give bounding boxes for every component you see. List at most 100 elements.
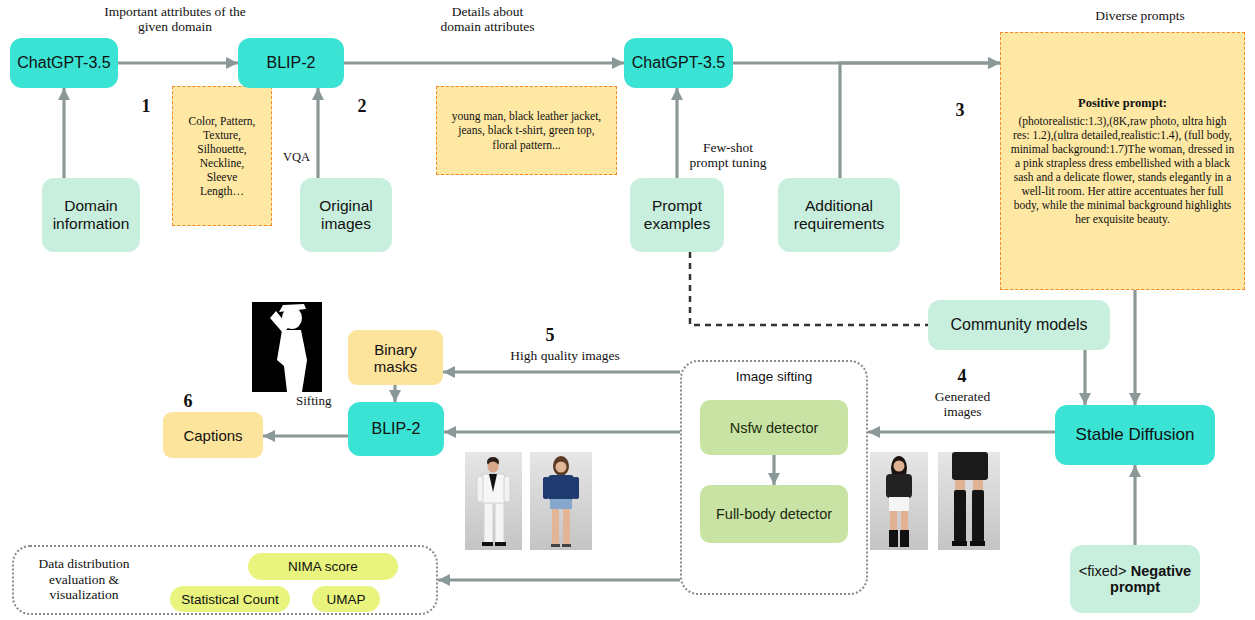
node-text: Full-body detector <box>706 506 842 522</box>
input-box: Additional requirements <box>778 178 900 252</box>
arrow-connector <box>868 430 1055 433</box>
annotation: Diverse prompts <box>1060 8 1220 23</box>
node-text: Prompt examples <box>636 197 718 233</box>
boots-photo-part <box>955 480 965 490</box>
input-box: Prompt examples <box>630 178 724 252</box>
arrow-connector <box>438 578 680 581</box>
annotation: High quality images <box>470 348 660 363</box>
arrow-connector <box>1133 465 1136 545</box>
text-holder: Color, Pattern, Texture, Silhouette, Nec… <box>187 114 257 198</box>
woman-photo-part <box>543 477 549 499</box>
man-photo-part <box>484 503 493 543</box>
input-box: <fixed>Negative prompt <box>1070 545 1200 613</box>
model-box: ChatGPT-3.5 <box>624 38 733 88</box>
text-holder: Community models <box>934 316 1104 334</box>
arrow-connector <box>840 63 1000 178</box>
text-holder: Prompt examples <box>636 197 718 233</box>
boots-photo-part <box>973 480 983 490</box>
man-photo-part <box>482 474 505 504</box>
man-photo-part <box>495 503 504 543</box>
arrow-connector <box>1133 290 1136 405</box>
annotation: VQA <box>270 150 310 164</box>
leather-jacket-photo-part <box>886 474 912 498</box>
arrow-connector <box>344 61 624 64</box>
output-box: Captions <box>163 412 263 458</box>
step-number: 1 <box>136 96 156 116</box>
detector-box: Full-body detector <box>700 485 848 543</box>
node-text: Nsfw detector <box>706 420 842 436</box>
model-box: BLIP-2 <box>238 38 344 88</box>
text-holder: <fixed>Negative prompt <box>1076 563 1194 595</box>
arrow-connector <box>118 61 238 64</box>
woman-photo-part <box>552 509 559 545</box>
arrow-connector <box>263 434 348 437</box>
arrow-connector <box>444 430 680 433</box>
annotation: Sifting <box>296 394 346 409</box>
text-holder: Stable Diffusion <box>1061 425 1209 445</box>
step-number: 2 <box>352 96 372 116</box>
node-text: Domain information <box>48 197 134 233</box>
man-photo-part <box>482 542 493 546</box>
dashed-connector <box>690 252 928 325</box>
text-holder: BLIP-2 <box>244 54 338 72</box>
metric-pill: Statistical Count <box>170 586 290 612</box>
input-box: Original images <box>300 178 392 252</box>
node-text: UMAP <box>318 592 374 607</box>
metric-pill: UMAP <box>312 586 380 612</box>
node-text: BLIP-2 <box>354 420 438 438</box>
woman-photo-part <box>530 452 592 550</box>
binary-mask-image-part <box>277 330 307 392</box>
man-photo <box>465 452 522 550</box>
leather-jacket-photo-part <box>870 452 928 550</box>
leather-jacket-photo-part <box>900 530 909 547</box>
detector-box: Nsfw detector <box>700 400 848 455</box>
node-text: Stable Diffusion <box>1061 425 1209 445</box>
node-text: Positive prompt: <box>1009 96 1236 111</box>
node-text: NIMA score <box>254 559 392 574</box>
woman-photo-part <box>553 456 569 476</box>
node-text: Additional requirements <box>784 197 894 233</box>
node-text: ChatGPT-3.5 <box>16 54 112 72</box>
text-holder: Full-body detector <box>706 506 842 522</box>
man-photo-part <box>488 462 499 473</box>
text-holder: ChatGPT-3.5 <box>16 54 112 72</box>
node-text: Original images <box>306 197 386 233</box>
node-text: BLIP-2 <box>244 54 338 72</box>
node-text: Statistical Count <box>176 592 284 607</box>
leather-jacket-photo-part <box>889 497 909 511</box>
text-holder: BLIP-2 <box>354 420 438 438</box>
leather-jacket-photo <box>870 452 928 550</box>
boots-photo-part <box>938 452 1000 550</box>
node-text: <fixed> <box>1079 563 1127 579</box>
step-number: 3 <box>950 100 970 120</box>
text-holder: Statistical Count <box>176 592 284 607</box>
text-holder: Nsfw detector <box>706 420 842 436</box>
text-holder: Binary masks <box>354 341 437 375</box>
arrow-connector <box>772 455 775 485</box>
input-box: Community models <box>928 300 1110 350</box>
group-heading: Data distribution evaluation & visualiza… <box>14 547 144 603</box>
node-text: Community models <box>934 316 1104 334</box>
node-text: Color, Pattern, Texture, Silhouette, Nec… <box>187 114 257 198</box>
man-photo-part <box>489 474 497 492</box>
group-frame: Data distribution evaluation & visualiza… <box>12 545 438 615</box>
leather-jacket-photo-part <box>890 511 897 531</box>
text-holder: UMAP <box>318 592 374 607</box>
woman-photo-part <box>563 509 570 545</box>
prompt-box: Positive prompt:(photorealistic:1.3),(8K… <box>1000 32 1245 290</box>
man-photo-part <box>495 542 506 546</box>
arrow-connector <box>62 88 65 178</box>
note-box: young man, black leather jacket, jeans, … <box>436 86 617 175</box>
boots-photo-part <box>954 490 966 542</box>
text-holder: Domain information <box>48 197 134 233</box>
group-frame: Image siftingNsfw detectorFull-body dete… <box>680 360 868 595</box>
woman-photo-part <box>548 475 574 500</box>
boots-photo-part <box>952 452 988 480</box>
model-box: Stable Diffusion <box>1055 405 1215 465</box>
boots-photo-part <box>972 490 984 542</box>
binary-mask-image-part <box>270 311 289 333</box>
model-box: BLIP-2 <box>348 402 444 456</box>
binary-mask-image-part <box>252 302 322 392</box>
text-holder: Positive prompt:(photorealistic:1.3),(8K… <box>1009 96 1236 225</box>
input-box: Domain information <box>42 178 140 252</box>
